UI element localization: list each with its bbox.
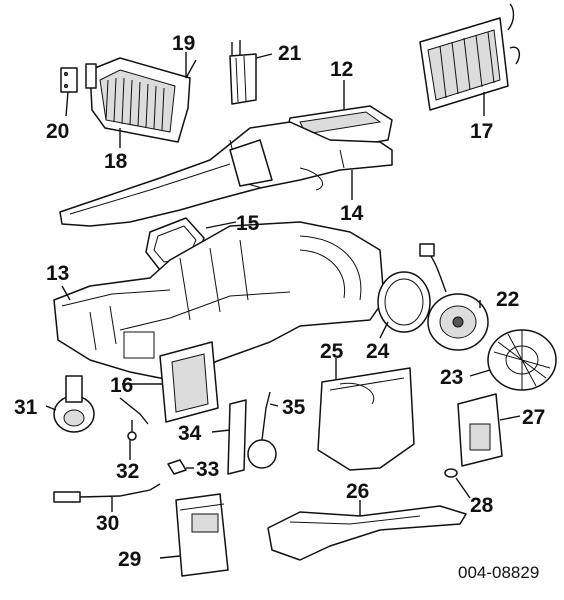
part-25-lower-housing <box>317 367 415 471</box>
part-22-blower-motor <box>419 243 489 351</box>
callout-24: 24 <box>366 340 390 363</box>
callout-27: 27 <box>522 406 545 429</box>
callout-34: 34 <box>178 422 202 445</box>
callout-33: 33 <box>196 458 219 481</box>
callout-12: 12 <box>330 58 353 81</box>
callout-23: 23 <box>440 366 463 389</box>
part-30-cable <box>53 483 161 503</box>
callout-17: 17 <box>470 120 493 143</box>
callout-22: 22 <box>496 288 519 311</box>
part-21-seal <box>229 40 257 105</box>
callout-19: 19 <box>172 32 195 55</box>
callout-18: 18 <box>104 150 128 173</box>
reference-number: 004-08829 <box>458 563 539 582</box>
callout-29: 29 <box>118 548 141 571</box>
part-34-door <box>227 399 247 475</box>
callout-30: 30 <box>96 512 119 535</box>
callout-15: 15 <box>236 212 260 235</box>
part-23-blower-wheel <box>487 329 557 391</box>
callout-21: 21 <box>278 42 302 65</box>
part-13-main-case <box>53 221 385 381</box>
callout-28: 28 <box>470 494 494 517</box>
part-16-door <box>159 341 219 423</box>
callout-25: 25 <box>320 340 344 363</box>
callout-14: 14 <box>340 202 364 225</box>
part-18-heater-core <box>85 57 197 143</box>
part-31-actuator <box>53 375 95 433</box>
callout-35: 35 <box>282 396 306 419</box>
callout-31: 31 <box>14 396 38 419</box>
part-27-duct <box>457 393 503 467</box>
part-24-gasket <box>377 271 431 333</box>
part-33-clip <box>167 459 187 475</box>
callout-labels: 19 21 12 17 20 18 14 15 13 22 25 24 23 1… <box>14 32 545 582</box>
part-35-actuator <box>247 391 277 469</box>
part-29-control-module <box>175 493 229 577</box>
part-20-bracket <box>60 67 78 93</box>
part-32-linkage <box>119 397 149 441</box>
part-14-upper-housing <box>59 121 393 227</box>
part-17-evaporator <box>419 3 521 111</box>
callout-13: 13 <box>46 262 69 285</box>
callout-20: 20 <box>46 120 69 143</box>
callout-16: 16 <box>110 374 133 397</box>
callout-32: 32 <box>116 460 139 483</box>
callout-26: 26 <box>346 480 369 503</box>
part-26-floor-duct <box>267 505 467 561</box>
leader-lines <box>45 52 521 559</box>
part-28-clip <box>444 468 458 478</box>
